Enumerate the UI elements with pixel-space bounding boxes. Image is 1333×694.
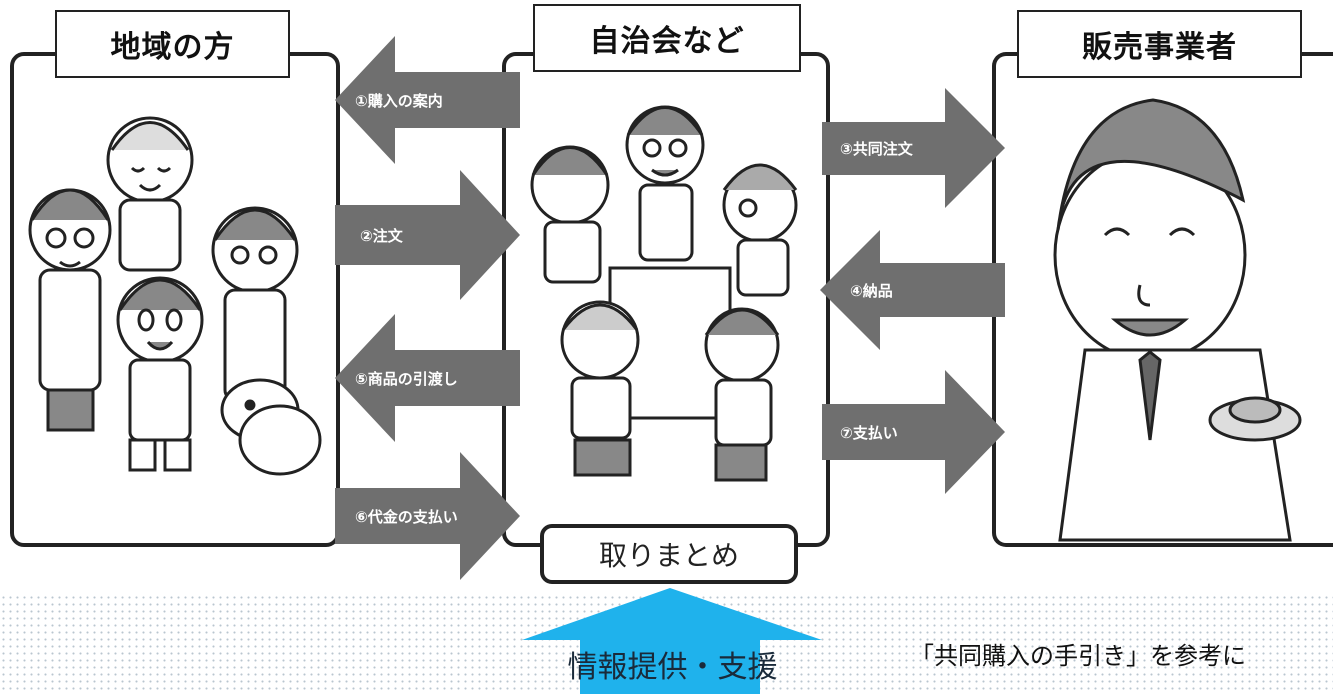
arrow-3-label: ③共同注文 <box>840 140 914 158</box>
arrow-4-delivery <box>820 230 1005 350</box>
arrow-2-label: ②注文 <box>360 227 404 245</box>
seller-title: 販売事業者 <box>1017 10 1302 78</box>
arrow-1-purchase-guide <box>335 36 520 164</box>
arrow-2-order <box>335 170 520 300</box>
arrow-7-label: ⑦支払い <box>840 424 898 442</box>
arrow-1-label: ①購入の案内 <box>355 92 443 110</box>
arrow-3-joint-order <box>822 88 1005 208</box>
arrow-6-label: ⑥代金の支払い <box>355 508 458 526</box>
arrow-4-label: ④納品 <box>850 282 893 300</box>
support-label: 情報提供・支援 <box>567 650 778 685</box>
association-illustration <box>530 105 798 482</box>
summary-box: 取りまとめ <box>540 524 798 584</box>
residents-title: 地域の方 <box>55 10 290 78</box>
seller-illustration <box>1053 98 1302 542</box>
arrow-7-pay <box>822 370 1005 494</box>
arrow-5-handover <box>335 314 520 442</box>
association-title: 自治会など <box>533 4 801 72</box>
residents-illustration <box>28 116 322 476</box>
guide-text: 「共同購入の手引き」を参考に <box>910 642 1246 670</box>
support-arrow <box>522 588 822 694</box>
arrow-6-payment <box>335 452 520 580</box>
arrow-5-label: ⑤商品の引渡し <box>355 370 458 388</box>
